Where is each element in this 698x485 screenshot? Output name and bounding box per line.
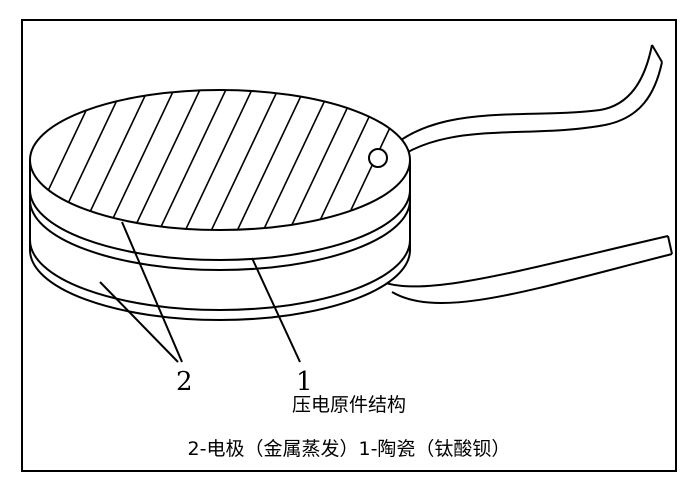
leader-line-1 bbox=[251, 257, 301, 363]
lead-wire-lower bbox=[377, 235, 673, 305]
solder-point bbox=[368, 148, 388, 168]
lower-electrode-edge bbox=[29, 239, 411, 311]
leader-line-2-upper bbox=[121, 221, 183, 363]
callout-label-1: 1 bbox=[296, 367, 313, 397]
top-electrode-face bbox=[29, 89, 411, 231]
callout-label-2: 2 bbox=[176, 367, 193, 397]
lead-wire-upper bbox=[377, 44, 663, 169]
upper-electrode-edge-inner bbox=[29, 199, 411, 271]
figure-frame bbox=[21, 19, 677, 472]
upper-electrode-edge bbox=[29, 189, 411, 261]
figure-legend: 2-电极（金属蒸发）1-陶瓷（钛酸钡） bbox=[187, 438, 511, 460]
leader-line-2-lower bbox=[99, 281, 179, 363]
figure-title: 压电原件结构 bbox=[291, 394, 406, 416]
